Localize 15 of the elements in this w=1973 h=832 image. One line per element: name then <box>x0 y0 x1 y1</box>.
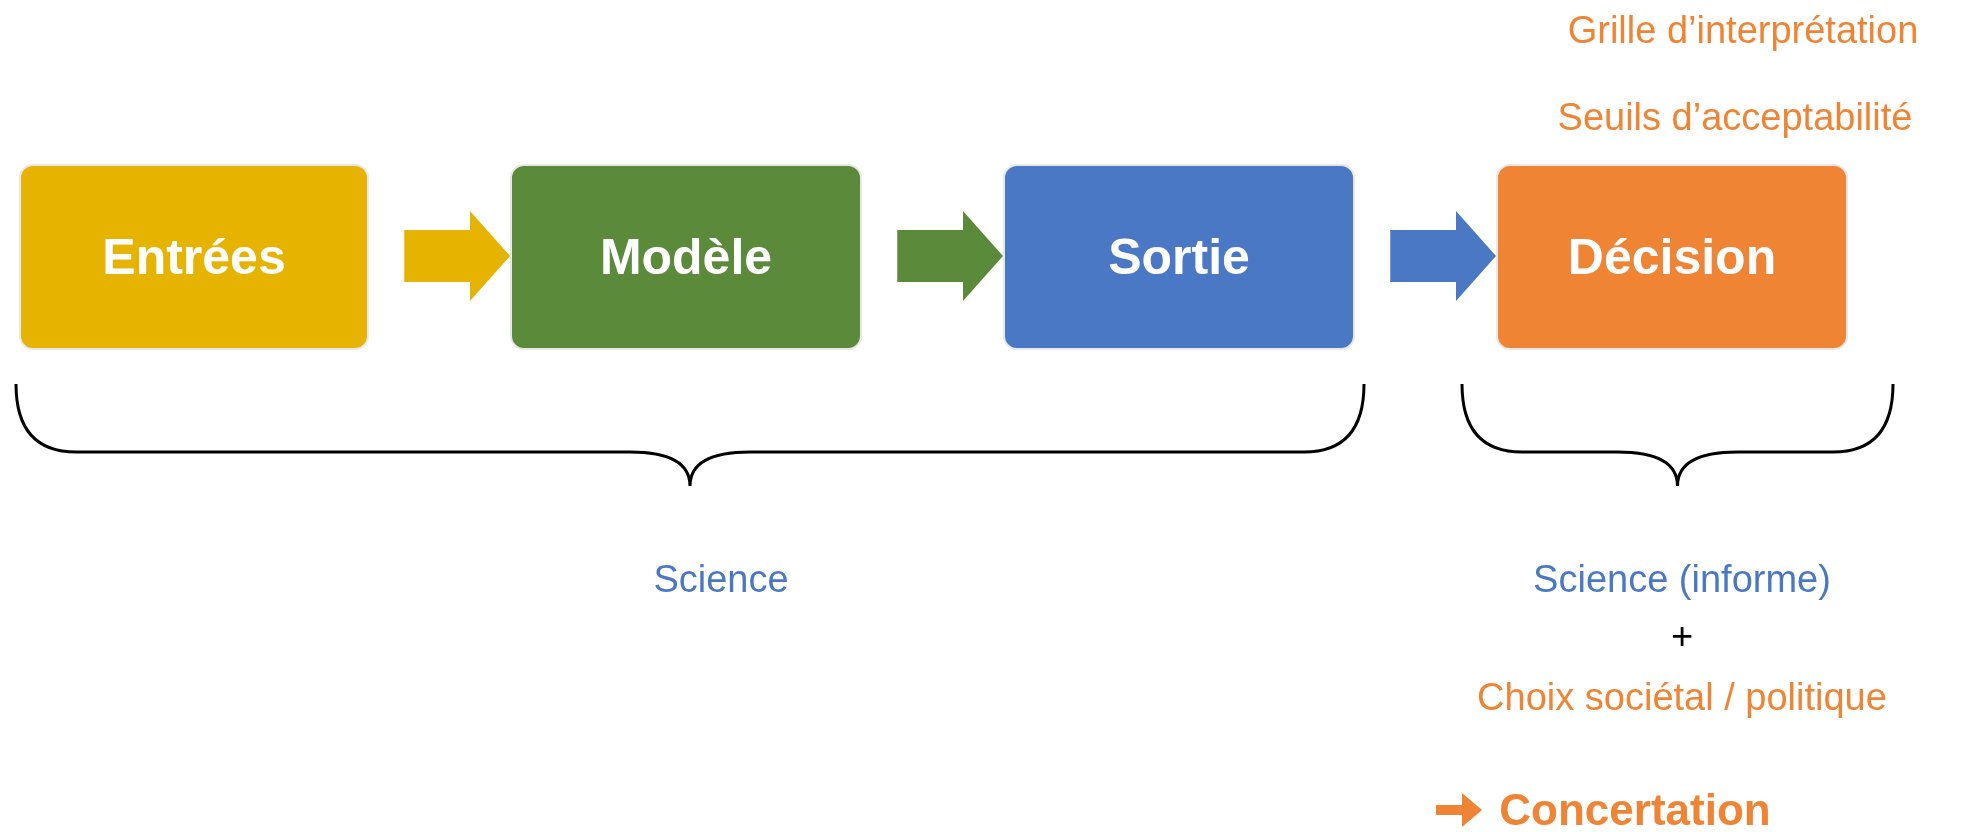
process-box <box>510 164 862 350</box>
box-label: Sortie <box>1108 228 1250 286</box>
annotation-text: Science <box>653 557 789 601</box>
annotation-text: Science (informe) <box>1533 557 1831 601</box>
box-label: Décision <box>1567 228 1777 286</box>
box-label: Entrées <box>102 228 286 286</box>
annotation-text: Grille d’interprétation <box>1567 8 1919 52</box>
process-box <box>1496 164 1848 350</box>
conclusion-text: Concertation <box>1499 785 1771 832</box>
annotation-text: Choix sociétal / politique <box>1477 675 1887 719</box>
annotation-text: + <box>1670 614 1694 658</box>
box-label: Modèle <box>599 228 773 286</box>
annotation-text: Seuils d’acceptabilité <box>1557 95 1913 139</box>
process-box <box>1003 164 1355 350</box>
process-box <box>19 164 369 350</box>
